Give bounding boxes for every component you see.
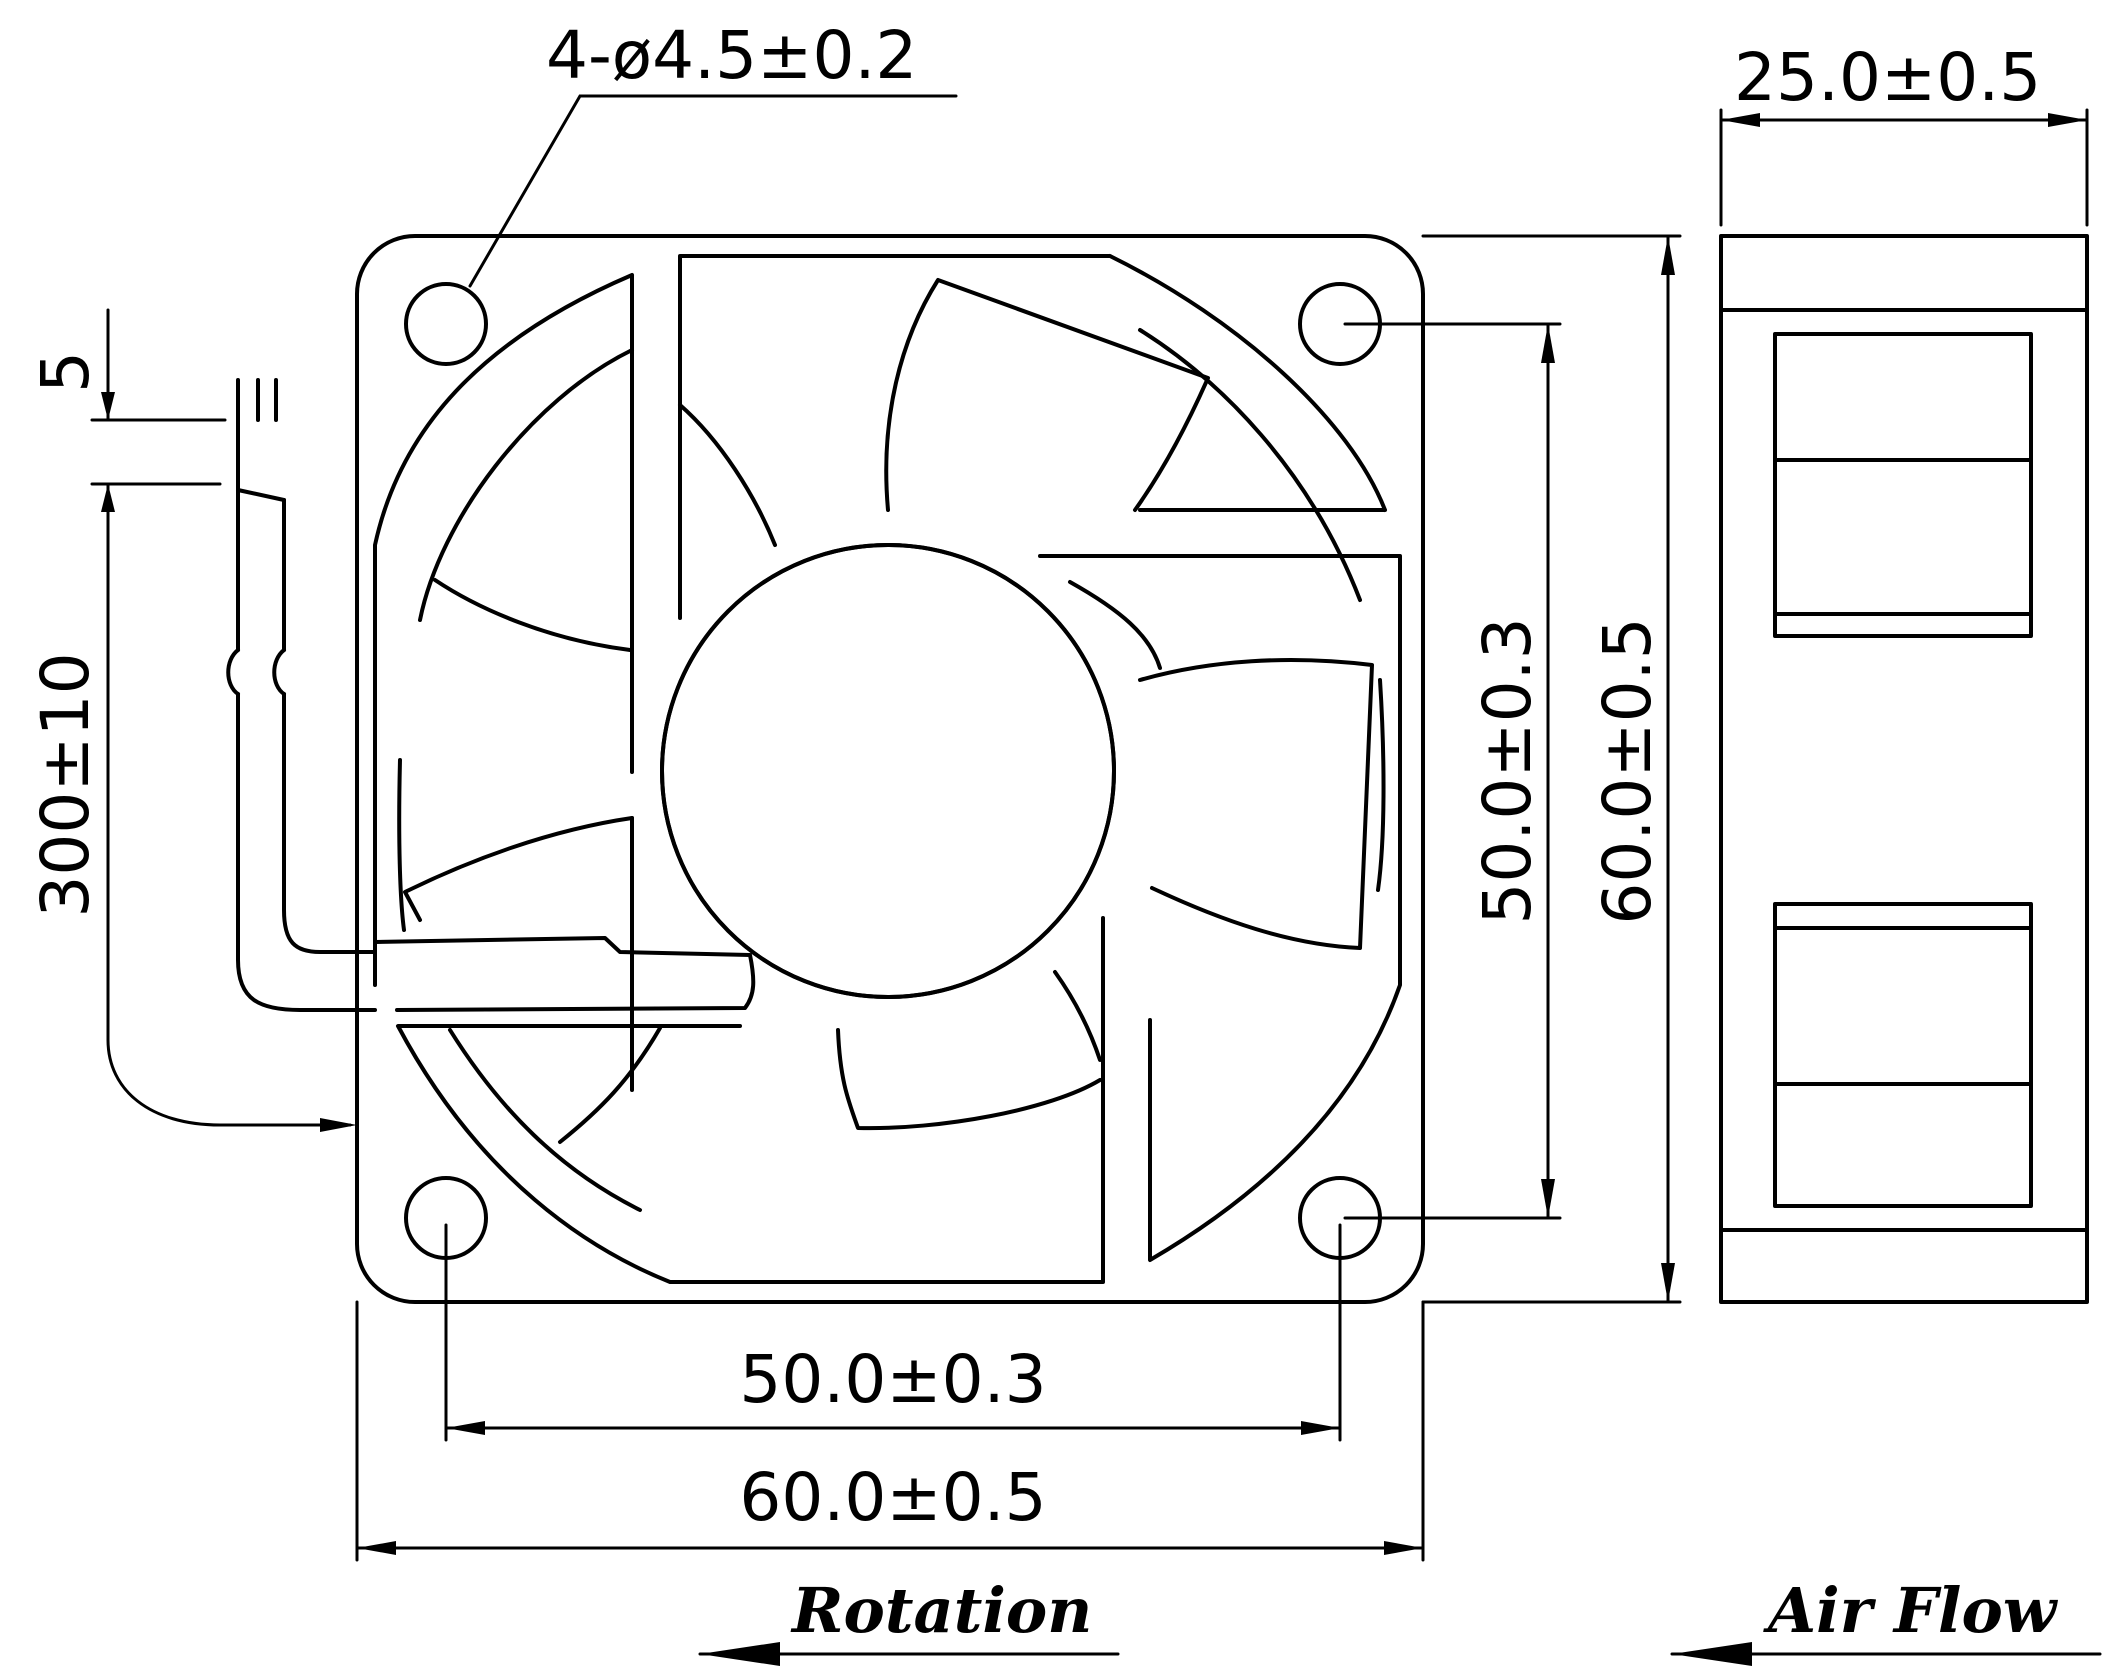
hub-outer <box>660 543 1116 999</box>
lead-wire-tips <box>236 378 286 502</box>
lead-wire-inner <box>282 498 377 954</box>
frame-height-label: 60.0±0.5 <box>1589 617 1666 924</box>
motor-hub <box>660 543 1116 999</box>
fan-blade-5 <box>403 816 634 922</box>
lead-offset-label: 5 <box>27 351 104 393</box>
venturi-ring-inner <box>397 328 1386 1212</box>
fan-blade-1 <box>678 278 1210 547</box>
fan-blade-4 <box>433 578 662 1144</box>
rotation-label: Rotation <box>790 1574 1092 1647</box>
hole-spec-label: 4-ø4.5±0.2 <box>546 17 917 94</box>
lead-wire-break <box>226 648 286 696</box>
wire-strut <box>373 936 756 1012</box>
fan-frame-outer <box>355 234 1425 1304</box>
dimension-lines <box>90 94 2102 1666</box>
hole-pitch-horizontal-label: 50.0±0.3 <box>739 1341 1046 1418</box>
mounting-hole-top-left <box>404 282 488 366</box>
side-frame <box>1719 234 2089 1304</box>
air-flow-label: Air Flow <box>1763 1574 2059 1647</box>
lead-length-label: 300±10 <box>27 652 104 917</box>
side-view <box>1719 234 2089 1304</box>
side-window-bottom <box>1773 902 2033 1208</box>
lead-wire-outer <box>236 418 377 1012</box>
frame-width-label: 60.0±0.5 <box>739 1459 1046 1536</box>
dimension-labels: 4-ø4.5±0.2 25.0±0.5 5 300±10 50.0±0.3 60… <box>27 17 2059 1647</box>
side-window-top <box>1773 332 2033 638</box>
fan-blade-2 <box>1068 580 1374 950</box>
depth-label: 25.0±0.5 <box>1734 39 2041 116</box>
fan-blade-3 <box>836 970 1102 1131</box>
hole-pitch-vertical-label: 50.0±0.3 <box>1469 617 1546 924</box>
front-view <box>226 234 1425 1304</box>
